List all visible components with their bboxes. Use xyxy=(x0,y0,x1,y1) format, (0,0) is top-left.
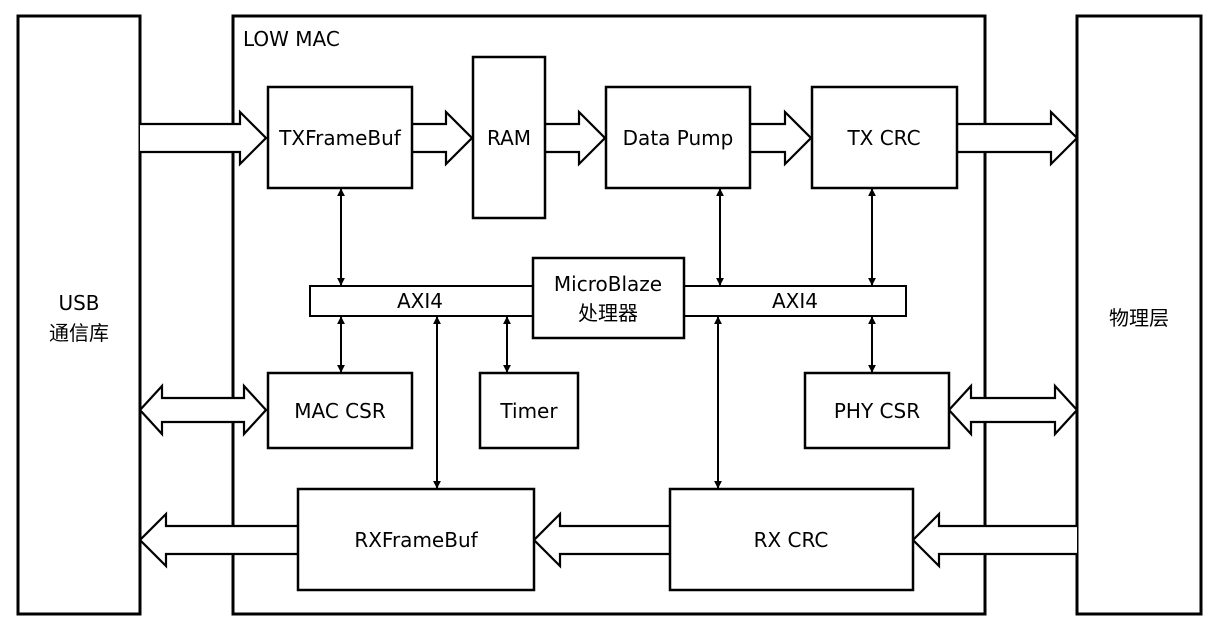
axi4-bus-label-left: AXI4 xyxy=(397,289,443,313)
rxframebuf-block: RXFrameBuf xyxy=(296,487,536,592)
txcrc-block: TX CRC xyxy=(810,85,959,190)
axi4-bus-label-right: AXI4 xyxy=(772,289,818,313)
maccsr-block: MAC CSR xyxy=(266,371,414,450)
txcrc-label: TX CRC xyxy=(846,126,920,150)
timer-block: Timer xyxy=(478,371,580,450)
phycsr-label: PHY CSR xyxy=(834,399,920,423)
phycsr-phy-double-arrow xyxy=(947,383,1079,437)
physical-layer-panel: 物理层 xyxy=(1075,14,1203,616)
microblaze-label-line1: MicroBlaze xyxy=(554,272,662,296)
txcrc-to-phy-arrow xyxy=(957,109,1079,167)
microblaze-block: MicroBlaze 处理器 xyxy=(531,256,686,340)
physical-layer-label: 物理层 xyxy=(1109,306,1169,330)
timer-label: Timer xyxy=(499,399,558,423)
usb-library-label-line2: 通信库 xyxy=(49,321,109,345)
usb-library-label-line1: USB xyxy=(58,291,99,315)
usb-to-txframebuf-arrow xyxy=(140,109,268,167)
microblaze-label-line2: 处理器 xyxy=(578,301,638,325)
rxframebuf-label: RXFrameBuf xyxy=(354,528,478,552)
txframebuf-block: TXFrameBuf xyxy=(266,85,414,190)
rxcrc-block: RX CRC xyxy=(668,487,915,592)
ram-block: RAM xyxy=(471,55,547,220)
phycsr-block: PHY CSR xyxy=(803,371,951,450)
txframebuf-label: TXFrameBuf xyxy=(278,126,402,150)
rxcrc-label: RX CRC xyxy=(754,528,829,552)
usb-library-panel: USB 通信库 xyxy=(16,14,142,616)
ram-label: RAM xyxy=(487,126,531,150)
usb-maccsr-double-arrow xyxy=(138,383,268,437)
datapump-block: Data Pump xyxy=(604,85,752,190)
phy-to-rxcrc-arrow xyxy=(911,511,1077,569)
low-mac-title: LOW MAC xyxy=(243,27,340,51)
datapump-label: Data Pump xyxy=(623,126,734,150)
maccsr-label: MAC CSR xyxy=(294,399,386,423)
rxframebuf-to-usb-arrow xyxy=(138,511,298,569)
